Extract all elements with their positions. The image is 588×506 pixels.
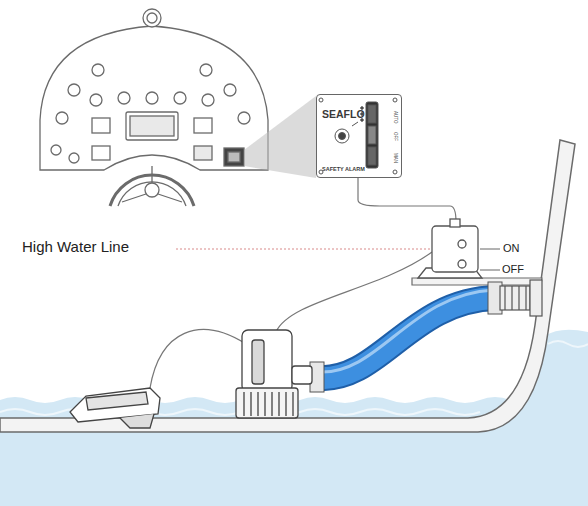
boat-hull xyxy=(0,140,575,432)
float-switch xyxy=(418,219,482,278)
panel-switches xyxy=(361,107,364,110)
wire xyxy=(150,330,246,388)
panel-switches xyxy=(368,147,376,165)
level-marker: OFF xyxy=(502,264,524,275)
thru-hull-fitting xyxy=(500,280,542,316)
dashboard xyxy=(90,94,102,106)
discharge-hose xyxy=(318,298,496,378)
wire xyxy=(358,178,456,222)
dashboard xyxy=(194,118,212,133)
panel-switches xyxy=(319,170,323,174)
panel-switches xyxy=(361,119,364,122)
high-water-line xyxy=(480,249,500,250)
bilge-pump xyxy=(292,366,312,384)
float-switch xyxy=(432,226,478,272)
panel-switches xyxy=(339,133,346,140)
dashboard xyxy=(40,9,268,206)
high-water-line xyxy=(480,270,500,271)
switch-position: OFF xyxy=(393,132,398,141)
dashboard xyxy=(224,84,236,96)
discharge-hose xyxy=(320,290,494,372)
brand-name: SEAFLO xyxy=(322,109,365,120)
dashboard xyxy=(238,112,250,124)
dashboard xyxy=(118,182,186,206)
panel-switches xyxy=(361,113,364,116)
dashboard xyxy=(145,183,159,197)
panel-switches xyxy=(335,129,349,143)
panel-switches xyxy=(319,98,397,174)
dashboard xyxy=(56,112,68,124)
alarm-unit xyxy=(120,414,154,428)
dashboard xyxy=(228,152,240,162)
dashboard xyxy=(126,112,178,140)
switch-position: MAN xyxy=(393,153,398,163)
dashboard xyxy=(68,84,80,96)
dashboard xyxy=(147,13,157,23)
mounting-shelf xyxy=(412,278,542,285)
thru-hull-fitting xyxy=(505,286,526,310)
switch-panel: SEAFLO SAFETY ALARM AUTO OFF MAN xyxy=(316,94,402,178)
bilge-pump xyxy=(236,388,298,418)
dashboard xyxy=(143,9,161,27)
discharge-hose xyxy=(310,282,502,392)
dashboard xyxy=(40,26,268,170)
switch-position: AUTO xyxy=(393,111,398,123)
panel-switches xyxy=(366,102,378,168)
thru-hull-fitting xyxy=(530,280,542,316)
panel-switches xyxy=(393,98,397,102)
mounting-shelf xyxy=(412,278,542,285)
panel-switches xyxy=(393,170,397,174)
dashboard xyxy=(194,146,212,160)
panel-caption: SAFETY ALARM xyxy=(322,167,365,173)
dashboard xyxy=(118,92,130,104)
level-marker: ON xyxy=(503,243,520,254)
water-line-label: High Water Line xyxy=(22,239,129,254)
dashboard xyxy=(69,153,79,163)
dashboard xyxy=(51,145,61,155)
wire xyxy=(150,178,456,388)
panel-switches xyxy=(368,126,376,144)
dashboard xyxy=(224,148,244,166)
dashboard xyxy=(200,64,212,76)
bilge-pump xyxy=(244,392,293,416)
bilge-pump xyxy=(252,340,264,384)
zoom-cone xyxy=(244,96,316,178)
float-switch xyxy=(450,219,460,227)
dashboard xyxy=(202,94,214,106)
bilge-pump xyxy=(242,330,292,392)
dashboard xyxy=(92,118,110,133)
panel-switches xyxy=(352,122,358,126)
dashboard xyxy=(122,166,182,202)
dashboard xyxy=(174,92,186,104)
zoom-cone xyxy=(244,96,316,178)
bilge-pump xyxy=(236,330,312,418)
alarm-unit xyxy=(70,388,160,428)
panel-switches xyxy=(319,98,323,102)
dashboard xyxy=(92,64,104,76)
float-switch xyxy=(458,240,466,248)
discharge-hose xyxy=(318,298,496,378)
thru-hull-fitting xyxy=(500,286,530,310)
dashboard xyxy=(92,146,110,160)
water xyxy=(548,341,588,347)
float-switch xyxy=(458,260,466,268)
dashboard xyxy=(146,92,158,104)
dashboard xyxy=(130,116,174,136)
high-water-line xyxy=(176,249,432,250)
alarm-unit xyxy=(86,392,148,410)
panel-switches xyxy=(368,105,376,123)
boat-hull xyxy=(0,140,575,432)
